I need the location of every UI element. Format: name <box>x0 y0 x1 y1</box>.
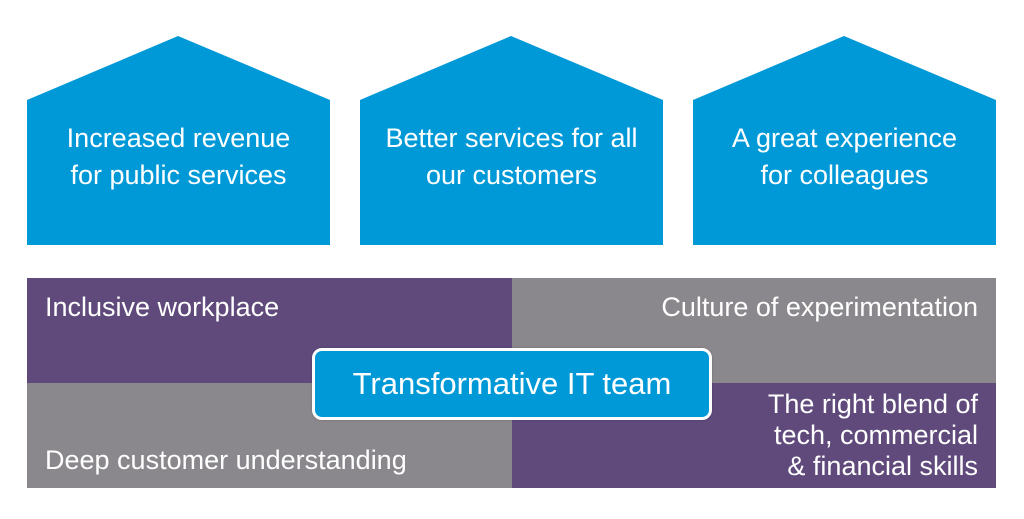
house-line: our customers <box>425 160 598 190</box>
house-line: for colleagues <box>760 160 929 190</box>
quadrant-bottom-left: Deep customer understanding <box>27 383 512 488</box>
quadrant-label: Inclusive workplace <box>45 292 280 322</box>
house-line: A great experience <box>731 123 958 153</box>
center-label: Transformative IT team <box>352 366 672 401</box>
house-increased-revenue: Increased revenue for public services <box>27 36 330 245</box>
house-shape <box>693 36 996 245</box>
quadrant-label-line: tech, commercial <box>773 420 978 450</box>
house-line: Increased revenue <box>66 123 291 153</box>
center-label-box: Transformative IT team <box>312 348 712 420</box>
house-line: Better services for all <box>385 123 638 153</box>
house-better-services: Better services for all our customers <box>360 36 663 245</box>
quadrant-label: Deep customer understanding <box>45 445 407 475</box>
house-line: for public services <box>70 160 287 190</box>
quadrant-label-line: The right blend of <box>767 389 978 419</box>
house-shape <box>360 36 663 245</box>
house-great-experience: A great experience for colleagues <box>693 36 996 245</box>
quadrant-label: Culture of experimentation <box>661 292 978 322</box>
quadrant-label-line: & financial skills <box>787 451 978 481</box>
house-shape <box>27 36 330 245</box>
